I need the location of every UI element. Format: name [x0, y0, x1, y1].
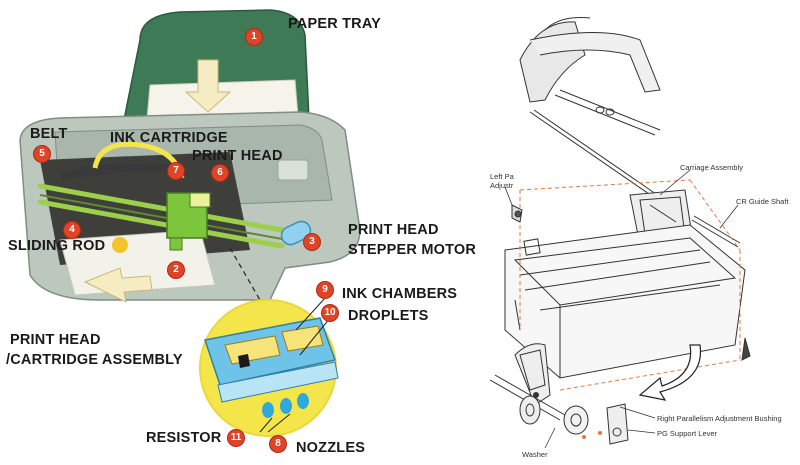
- sliding-rod-bottom: [37, 199, 285, 249]
- label-stepper-motor-1: PRINT HEAD: [348, 222, 439, 238]
- label-paper-tray: PAPER TRAY: [288, 16, 382, 32]
- sun-graphic: [112, 237, 128, 253]
- badge-7: 7: [168, 163, 184, 179]
- schematic-pg-support-lever: PG Support Lever: [657, 429, 718, 438]
- label-belt: BELT: [30, 126, 68, 142]
- belt: [60, 163, 175, 180]
- badge-10: 10: [322, 305, 338, 321]
- schematic-washer: Washer: [522, 450, 548, 459]
- rod-shadow: [39, 194, 283, 240]
- badge-2: 2: [168, 262, 184, 278]
- badge-1: 1: [246, 29, 262, 45]
- badge-4: 4: [64, 222, 80, 238]
- paper-feed-arrow: [184, 59, 232, 113]
- badge-5: 5: [34, 146, 50, 162]
- label-assembly-1: PRINT HEAD: [10, 332, 101, 348]
- stepper-motor-shape: [280, 220, 312, 246]
- output-arrow: [83, 267, 153, 303]
- printer-illustration: [19, 9, 361, 437]
- label-stepper-motor-2: STEPPER MOTOR: [348, 242, 477, 258]
- schematic-left-pa-2: Adjustr: [490, 181, 514, 190]
- label-ink-chambers: INK CHAMBERS: [342, 286, 458, 302]
- schematic-right-parallelism: Right Parallelism Adjustment Bushing: [657, 414, 782, 423]
- sliding-rod-top: [37, 183, 285, 233]
- label-droplets: DROPLETS: [348, 308, 429, 324]
- schematic-left-pa-1: Left Pa: [490, 172, 514, 181]
- control-panel: [277, 159, 309, 181]
- badge-6: 6: [212, 165, 228, 181]
- mechanical-schematic: [489, 17, 751, 449]
- schematic-cr-guide-shaft: CR Guide Shaft: [736, 197, 789, 206]
- badge-9: 9: [317, 282, 333, 298]
- label-assembly-2: /CARTRIDGE ASSEMBLY: [6, 352, 183, 368]
- label-nozzles: NOZZLES: [296, 440, 366, 456]
- label-print-head: PRINT HEAD: [192, 148, 283, 164]
- label-resistor: RESISTOR: [146, 430, 222, 446]
- badge-8: 8: [270, 436, 286, 452]
- label-sliding-rod: SLIDING ROD: [8, 238, 106, 254]
- badge-3: 3: [304, 234, 320, 250]
- schematic-carriage-assembly: Carriage Assembly: [680, 163, 743, 172]
- print-head-shape: [189, 192, 211, 208]
- badge-11: 11: [228, 430, 244, 446]
- label-ink-cartridge: INK CARTRIDGE: [110, 130, 228, 146]
